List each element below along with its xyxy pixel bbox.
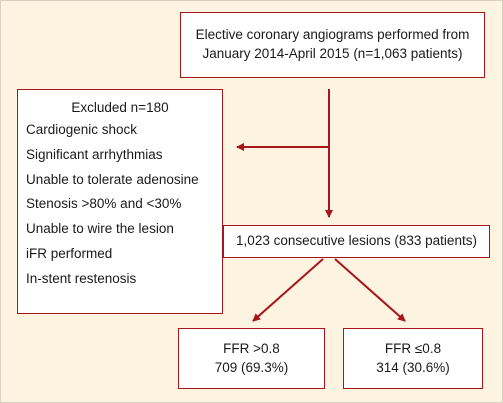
ffr-low-label: FFR ≤0.8 (384, 340, 442, 356)
excluded-item: Cardiogenic shock (26, 122, 138, 137)
angiograms-line-2: January 2014-April 2015 (n=1,063 patient… (202, 46, 463, 61)
excluded-item: Significant arrhythmias (26, 146, 163, 162)
consecutive-lesions-box: 1,023 consecutive lesions (833 patients) (223, 225, 490, 258)
excluded-title: Excluded n=180 (71, 100, 169, 115)
ffr-high-box: FFR >0.8 709 (69.3%) (178, 328, 325, 389)
excluded-item: iFR performed (26, 245, 113, 261)
excluded-item: Unable to wire the lesion (26, 221, 174, 237)
ffr-low-box: FFR ≤0.8 314 (30.6%) (343, 328, 483, 389)
ffr-high-label: FFR >0.8 (223, 340, 280, 356)
arrow-to-ffr-high (252, 258, 324, 322)
excluded-item: Stenosis >80% and <30% (26, 196, 182, 212)
angiograms-line-1: Elective coronary angiograms performed f… (195, 27, 470, 43)
arrow-to-ffr-low (334, 258, 406, 322)
ffr-low-value: 314 (30.6%) (376, 359, 450, 375)
angiograms-box: Elective coronary angiograms performed f… (180, 12, 485, 78)
excluded-box: Excluded n=180 Cardiogenic shock Signifi… (17, 89, 223, 314)
consecutive-lesions-label: 1,023 consecutive lesions (833 patients) (236, 233, 477, 249)
ffr-high-value: 709 (69.3%) (214, 359, 289, 375)
excluded-item: Unable to tolerate adenosine (26, 171, 199, 187)
excluded-item: In-stent restenosis (26, 270, 137, 286)
